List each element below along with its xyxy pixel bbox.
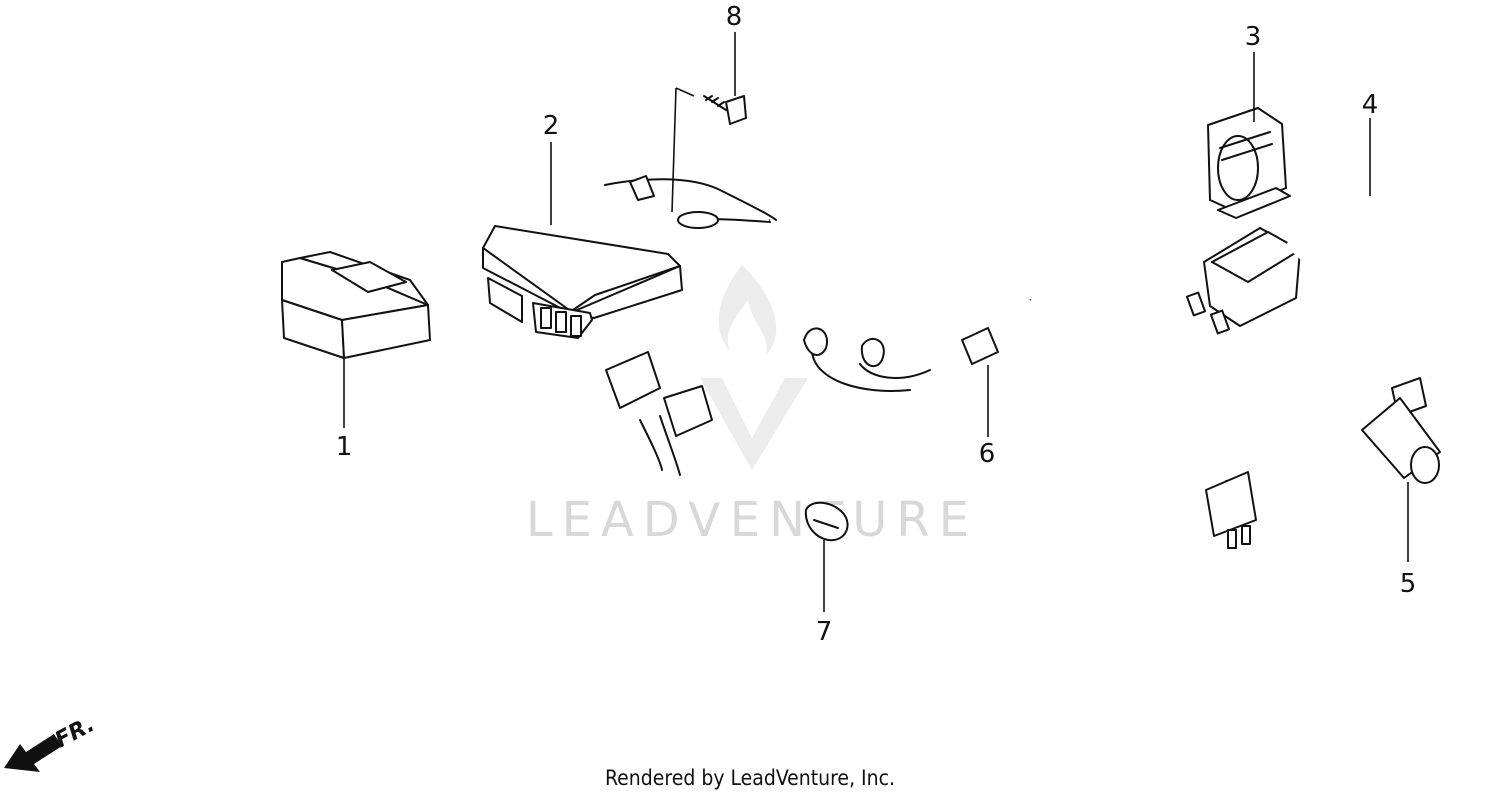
part-5-plug-cap [1361,377,1441,484]
part-2-cdi-unit [482,225,683,339]
part-1-cover [281,251,431,359]
callout-2: 2 [543,111,560,141]
part-4-ignition-coil [1185,190,1487,382]
part-6-wire-harness [604,175,1257,549]
front-direction-arrow-icon [4,734,62,772]
callout-4: 4 [1362,90,1379,120]
part-8-bolt [671,87,747,213]
leader-lines [343,32,1409,612]
part-7-clamp [804,501,849,542]
callout-5: 5 [1400,569,1417,599]
watermark-text: LEADVENTURE [526,492,978,548]
callout-1: 1 [336,432,353,462]
callout-3: 3 [1245,22,1262,52]
footer-credit: Rendered by LeadVenture, Inc. [605,766,895,790]
callout-7: 7 [816,617,833,647]
watermark-logo [700,265,808,470]
part-3-rubber-cap [1207,107,1291,219]
callout-6: 6 [979,439,996,469]
callout-8: 8 [726,2,743,32]
